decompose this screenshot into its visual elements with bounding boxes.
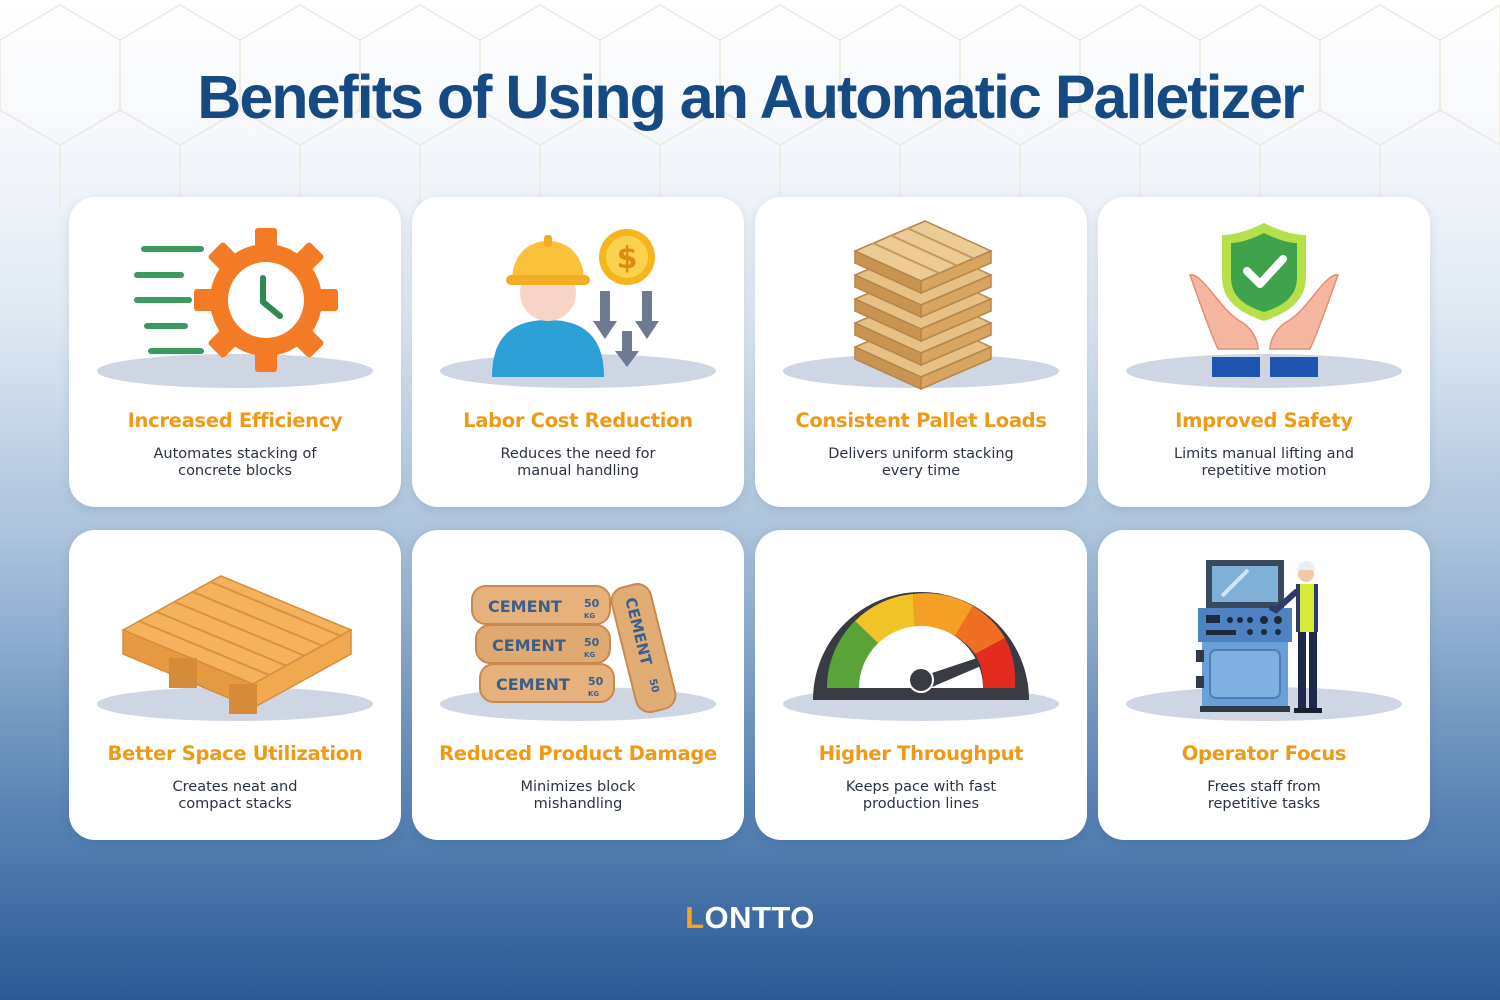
- logo-letter-l: L: [685, 900, 705, 935]
- card-title: Improved Safety: [1175, 409, 1353, 432]
- background-hex-pattern: [0, 4, 1500, 210]
- svg-text:50: 50: [584, 636, 600, 649]
- gear-clock-icon: [97, 228, 373, 388]
- brand-logo[interactable]: LONTTO: [0, 900, 1500, 936]
- svg-text:$: $: [617, 241, 638, 276]
- operator-console-icon: [1126, 560, 1402, 721]
- benefit-card-labor-cost-reduction: $ Labor Cost Reduction Reduces the need …: [412, 197, 744, 507]
- svg-text:50: 50: [646, 678, 660, 694]
- card-title: Increased Efficiency: [127, 409, 343, 432]
- card-title: Consistent Pallet Loads: [795, 409, 1047, 432]
- svg-text:KG: KG: [584, 612, 595, 620]
- benefit-card-better-space-utilization: Better Space Utilization Creates neat an…: [69, 530, 401, 840]
- pallet-icon: [97, 575, 373, 721]
- speedometer-icon: [783, 592, 1059, 721]
- svg-text:CEMENT: CEMENT: [492, 636, 566, 655]
- card-title: Higher Throughput: [818, 742, 1024, 765]
- card-title: Reduced Product Damage: [439, 742, 717, 765]
- cement-bags-icon: CEMENT 50 KG CEMENT 50 KG CEMENT 50 KG C…: [440, 583, 716, 721]
- svg-text:50: 50: [584, 597, 600, 610]
- page-title: Benefits of Using an Automatic Palletize…: [197, 63, 1304, 131]
- svg-text:CEMENT: CEMENT: [496, 675, 570, 694]
- card-title: Better Space Utilization: [107, 742, 363, 765]
- logo-text: ONTTO: [704, 900, 815, 935]
- svg-text:CEMENT: CEMENT: [488, 597, 562, 616]
- shield-hands-icon: [1126, 223, 1402, 388]
- benefit-card-increased-efficiency: Increased Efficiency Automates stacking …: [69, 197, 401, 507]
- benefit-card-consistent-pallet-loads: Consistent Pallet Loads Delivers uniform…: [755, 197, 1087, 507]
- svg-text:KG: KG: [584, 651, 595, 659]
- benefit-card-improved-safety: Improved Safety Limits manual lifting an…: [1098, 197, 1430, 507]
- svg-text:KG: KG: [588, 690, 599, 698]
- card-title: Labor Cost Reduction: [463, 409, 693, 432]
- card-title: Operator Focus: [1181, 742, 1347, 765]
- worker-cost-icon: $: [440, 229, 716, 388]
- svg-text:50: 50: [588, 675, 604, 688]
- benefit-card-reduced-product-damage: CEMENT 50 KG CEMENT 50 KG CEMENT 50 KG C…: [412, 530, 744, 840]
- pallet-stack-icon: [783, 220, 1059, 391]
